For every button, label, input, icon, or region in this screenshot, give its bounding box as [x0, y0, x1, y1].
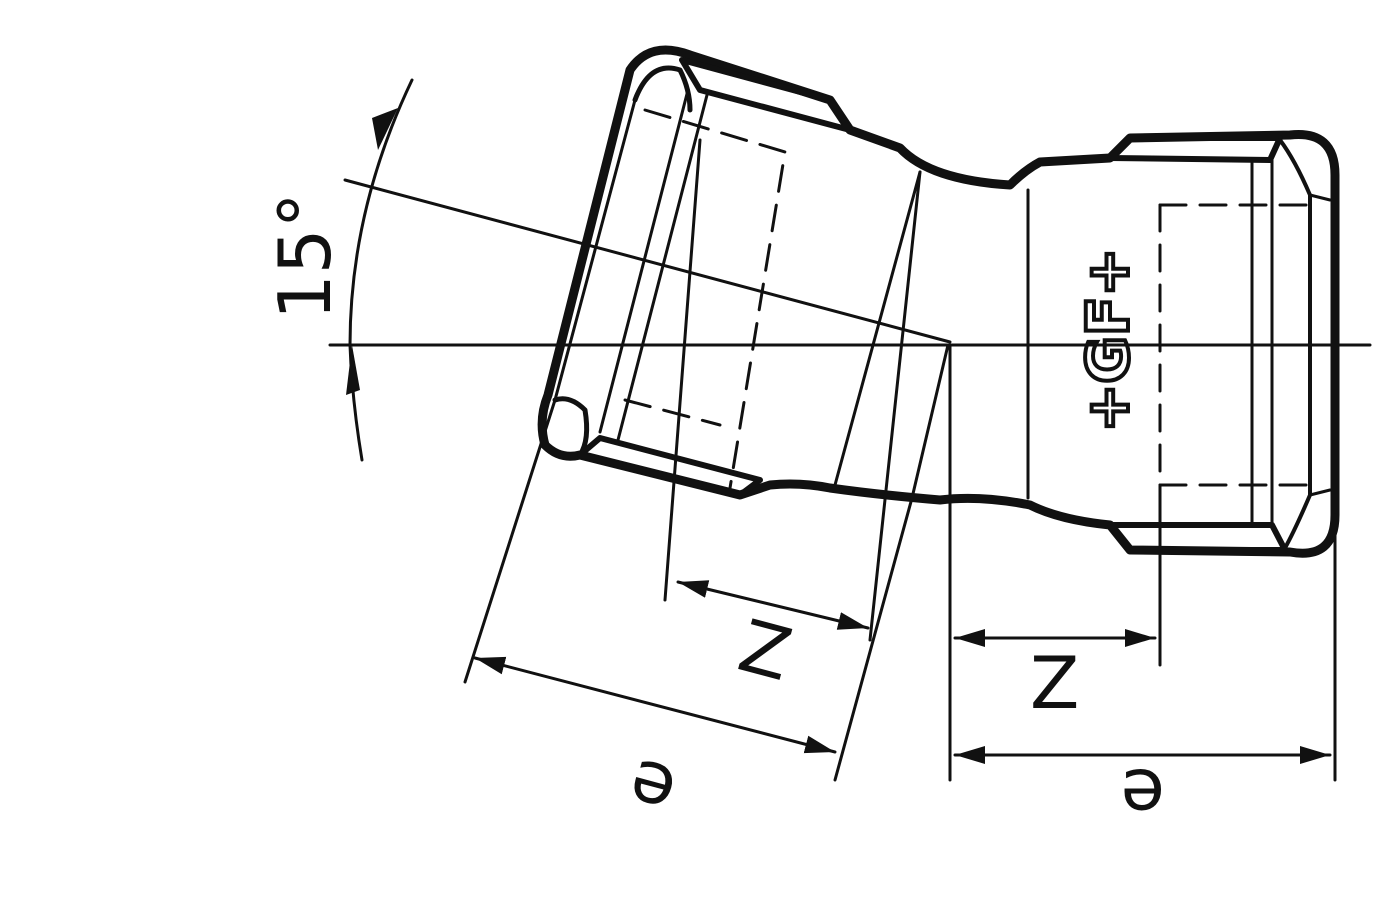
right-z-label: Z — [1030, 641, 1079, 725]
left-z-label: Z — [731, 603, 800, 697]
gf-logo: +GF+ — [1072, 246, 1144, 434]
right-e-label: e — [1121, 753, 1165, 837]
angle-arrow-top — [372, 108, 398, 150]
angle-dimension: 15° — [263, 78, 414, 462]
right-z-dimension: Z — [948, 343, 1162, 782]
gf-logo-text: +GF+ — [1074, 248, 1142, 432]
right-socket: +GF+ — [1026, 135, 1332, 553]
left-e-label: e — [620, 742, 685, 835]
left-socket — [537, 45, 1340, 558]
left-e-dimension: e — [463, 398, 914, 835]
angle-label: 15° — [263, 192, 347, 320]
angle-arrow-bottom — [346, 345, 360, 395]
center-lines — [328, 178, 1372, 347]
right-e-dimension: e — [953, 513, 1337, 837]
